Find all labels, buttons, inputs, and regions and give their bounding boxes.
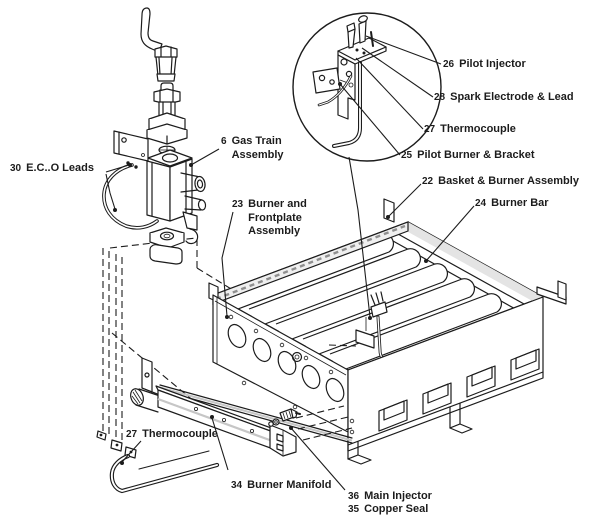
manifold-inlet-stub xyxy=(130,388,161,413)
basket-right-face xyxy=(347,296,544,452)
part-name: Pilot Injector xyxy=(459,58,526,70)
part-number: 35 xyxy=(348,504,360,515)
main-injector-art xyxy=(268,408,301,427)
copper-seal-washer xyxy=(272,418,280,426)
vent-slots xyxy=(378,348,540,432)
part-name: E.C..O Leads xyxy=(26,162,94,174)
pilot-solenoid xyxy=(184,195,207,211)
pilot-detail-circle xyxy=(292,12,442,162)
thermocouple-art xyxy=(96,430,220,494)
label-gas-train-assembly: 6 Gas Train Assembly xyxy=(221,135,292,162)
label-pilot-injector: 26 Pilot Injector xyxy=(443,58,526,72)
part-name: Basket & Burner Assembly xyxy=(438,175,579,187)
pilot-bracket-detail xyxy=(312,15,387,148)
leader-detail-circle xyxy=(348,156,371,318)
part-number: 23 xyxy=(232,199,244,210)
leader-23 xyxy=(221,211,234,317)
leader-27-lower xyxy=(121,440,142,463)
burner-basket xyxy=(208,198,567,465)
hook-bracket xyxy=(182,211,199,245)
part-name: Burner Bar xyxy=(491,197,549,209)
union-fitting xyxy=(146,82,188,145)
label-burner-bar: 24 Burner Bar xyxy=(475,197,549,211)
gas-train-assembly-art xyxy=(113,7,207,265)
valve-outlet-flange xyxy=(149,227,185,265)
bottom-support-rail xyxy=(141,357,353,444)
leader-28 xyxy=(361,47,434,98)
part-name: Gas Train Assembly xyxy=(231,135,284,161)
ball-valve xyxy=(140,7,178,82)
burner-bars xyxy=(221,233,503,373)
part-number: 36 xyxy=(348,491,360,502)
leader-lines xyxy=(105,35,475,491)
pilot-injector-detail xyxy=(346,22,356,49)
leader-6 xyxy=(190,148,220,166)
valve-mounting-bracket xyxy=(113,130,149,162)
part-number: 34 xyxy=(231,480,243,491)
label-copper-seal: 35 Copper Seal xyxy=(348,503,428,517)
pilot-side-bracket-detail xyxy=(312,67,349,94)
part-name: Main Injector xyxy=(364,490,432,502)
eco-leads-wire xyxy=(102,163,159,230)
label-eco-leads: 30 E.C..O Leads xyxy=(10,162,94,176)
part-number: 26 xyxy=(443,59,455,70)
gas-valve-body xyxy=(146,149,193,222)
leader-22 xyxy=(387,183,422,218)
part-number: 28 xyxy=(434,92,446,103)
label-main-injector: 36 Main Injector xyxy=(348,490,432,504)
leader-24 xyxy=(425,205,475,262)
part-name: Thermocouple xyxy=(440,123,516,135)
label-basket-burner-assembly: 22 Basket & Burner Assembly xyxy=(422,175,579,189)
label-burner-frontplate-assembly: 23 Burner and Frontplate Assembly xyxy=(232,198,314,239)
leader-26 xyxy=(365,35,442,65)
part-name: Pilot Burner & Bracket xyxy=(417,149,535,161)
leader-34 xyxy=(211,417,229,471)
part-name: Copper Seal xyxy=(364,503,429,515)
label-thermocouple-lower: 27 Thermocouple xyxy=(126,428,218,442)
leader-36-35 xyxy=(290,427,346,491)
part-number: 27 xyxy=(126,429,138,440)
part-name: Burner Manifold xyxy=(247,479,332,491)
part-number: 24 xyxy=(475,198,487,209)
manifold-end-bracket xyxy=(269,424,297,457)
leader-25 xyxy=(339,83,401,156)
label-burner-manifold: 34 Burner Manifold xyxy=(231,479,331,493)
burner-manifold-art xyxy=(130,385,353,457)
part-number: 22 xyxy=(422,176,434,187)
label-spark-electrode-lead: 28 Spark Electrode & Lead xyxy=(434,91,574,105)
label-thermocouple-upper: 27 Thermocouple xyxy=(424,123,516,137)
basket-right-rail xyxy=(536,280,567,305)
part-name: Spark Electrode & Lead xyxy=(450,91,574,103)
leader-30-a xyxy=(105,164,130,173)
part-number: 30 xyxy=(10,163,22,174)
part-name: Thermocouple xyxy=(142,428,218,440)
part-name: Burner and Frontplate Assembly xyxy=(248,198,307,237)
spark-electrode-detail xyxy=(358,15,374,47)
leader-30-b xyxy=(105,173,116,210)
pilot-burner-in-basket xyxy=(328,291,391,377)
part-number: 25 xyxy=(401,150,413,161)
leader-27-upper xyxy=(355,57,424,130)
leader-dots xyxy=(113,82,428,465)
part-number: 27 xyxy=(424,124,436,135)
control-knob xyxy=(180,172,206,193)
label-pilot-burner-bracket: 25 Pilot Burner & Bracket xyxy=(401,149,535,163)
part-number: 6 xyxy=(221,136,227,147)
